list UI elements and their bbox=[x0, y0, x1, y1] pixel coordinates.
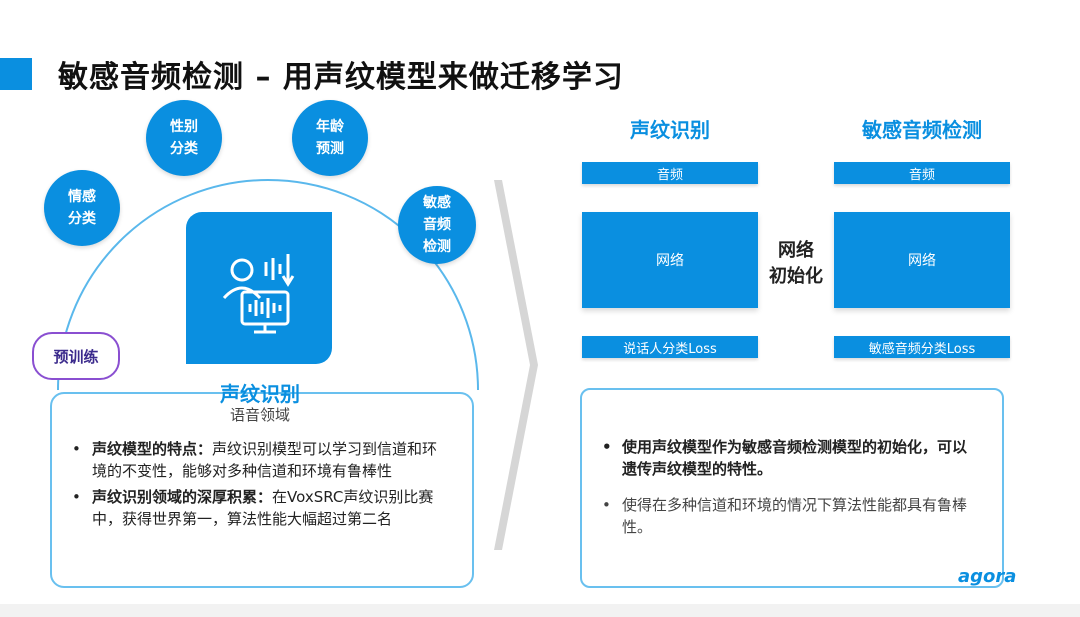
bullet1-heading: 声纹模型的特点： bbox=[92, 440, 213, 458]
right-info-card bbox=[580, 388, 1004, 588]
audio-label-left: 音频 bbox=[656, 167, 683, 183]
audio-label-right: 音频 bbox=[908, 167, 935, 183]
pretrain-label: 预训练 bbox=[53, 347, 99, 366]
audio-input-left: 音频 bbox=[582, 162, 758, 184]
circle-gender-label: 性别 分类 bbox=[170, 119, 198, 157]
circle-sensitive-label: 敏感 音频 检测 bbox=[423, 195, 451, 255]
col-title-voiceprint: 声纹识别 bbox=[630, 118, 710, 142]
title-accent-bar bbox=[0, 58, 32, 90]
left-bullet-2: 声纹识别领域的深厚积累：在VoxSRC声纹识别比赛中，获得世界第一，算法性能大幅… bbox=[68, 486, 452, 530]
bottom-strip bbox=[0, 604, 1080, 617]
right-bullet-2: 使得在多种信道和环境的情况下算法性能都具有鲁棒性。 bbox=[598, 494, 978, 538]
chevron-arrow-icon bbox=[494, 180, 538, 550]
arc-connector bbox=[57, 179, 479, 391]
pretrain-tag: 预训练 bbox=[32, 332, 120, 380]
network-label-left: 网络 bbox=[656, 253, 684, 269]
agora-logo: agora bbox=[958, 566, 1017, 587]
left-card-title: 声纹识别 bbox=[220, 382, 300, 406]
network-label-right: 网络 bbox=[908, 253, 936, 269]
circle-emotion-label: 情感 分类 bbox=[68, 189, 96, 227]
page-title: 敏感音频检测 – 用声纹模型来做迁移学习 bbox=[58, 60, 624, 95]
left-card-subtitle: 语音领域 bbox=[229, 406, 290, 424]
circle-gender-classification: 性别 分类 bbox=[146, 100, 222, 176]
network-block-right: 网络 bbox=[834, 212, 1010, 308]
network-block-left: 网络 bbox=[582, 212, 758, 308]
loss-label-left: 说话人分类Loss bbox=[623, 341, 717, 357]
audio-input-right: 音频 bbox=[834, 162, 1010, 184]
bullet1-text: 声纹识别模型可以学习到信道和环境的不变性，能够对多种信道和环境有鲁棒性 bbox=[92, 440, 438, 480]
loss-block-left: 说话人分类Loss bbox=[582, 336, 758, 358]
circle-age-label: 年龄 预测 bbox=[316, 119, 344, 157]
left-bullet-1: 声纹模型的特点：声纹识别模型可以学习到信道和环境的不变性，能够对多种信道和环境有… bbox=[68, 438, 452, 482]
voiceprint-icon-box bbox=[186, 212, 332, 364]
bullet2-heading: 声纹识别领域的深厚积累： bbox=[92, 488, 273, 506]
sound-wave-icon bbox=[264, 254, 295, 287]
bullet2-text: 在VoxSRC声纹识别比赛中，获得世界第一，算法性能大幅超过第二名 bbox=[92, 488, 434, 528]
right-bullet-1: 使用声纹模型作为敏感音频检测模型的初始化，可以遗传声纹模型的特性。 bbox=[598, 436, 978, 480]
circle-sensitive-audio-detection: 敏感 音频 检测 bbox=[398, 186, 476, 264]
col-title-sensitive: 敏感音频检测 bbox=[862, 118, 982, 142]
loss-label-right: 敏感音频分类Loss bbox=[868, 341, 976, 357]
loss-block-right: 敏感音频分类Loss bbox=[834, 336, 1010, 358]
network-init-label: 网络 初始化 bbox=[769, 240, 823, 287]
speaker-icon bbox=[222, 258, 262, 300]
circle-emotion-classification: 情感 分类 bbox=[44, 170, 120, 246]
left-bullet-list: 声纹模型的特点：声纹识别模型可以学习到信道和环境的不变性，能够对多种信道和环境有… bbox=[68, 438, 452, 534]
circle-age-prediction: 年龄 预测 bbox=[292, 100, 368, 176]
right-bullet-list: 使用声纹模型作为敏感音频检测模型的初始化，可以遗传声纹模型的特性。 使得在多种信… bbox=[598, 436, 978, 542]
monitor-icon bbox=[240, 290, 290, 334]
